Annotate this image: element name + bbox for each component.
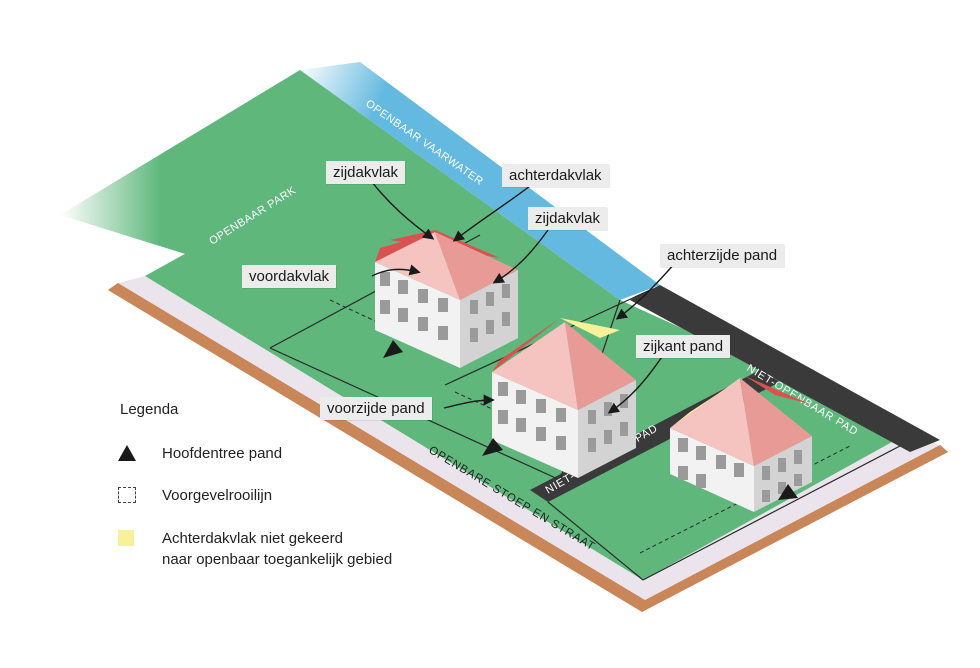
legend-item-rear-roof-label-1: Achterdakvlak niet gekeerd [162, 530, 343, 547]
callout-rear-roof: achterdakvlak [502, 164, 609, 187]
building-2-front-wall [492, 372, 578, 478]
building-3-roof-back [745, 376, 810, 404]
building-3-front-wall [670, 428, 754, 512]
black-triangle-icon [118, 445, 136, 461]
legend-item-rear-roof-label-2: naar openbaar toegankelijk gebied [162, 551, 393, 568]
callout-side-building: zijkant pand [636, 335, 731, 358]
building-3-roof-side [740, 378, 812, 466]
callout-front-building: voorzijde pand [320, 397, 432, 420]
yellow-square-icon [118, 530, 134, 546]
building-2-roof-rear [560, 318, 620, 338]
building-3 [670, 376, 812, 512]
callout-side-roof-left: zijdakvlak [326, 161, 406, 184]
building-2-roof-front [492, 322, 578, 410]
building-1-front-wall [375, 262, 460, 368]
building-2 [482, 318, 636, 478]
building-2-roof-left [492, 318, 560, 372]
building-2-roof-side [565, 322, 636, 410]
legend-item-building-line-label: Voorgevelrooilijn [162, 487, 273, 504]
waterway [300, 62, 660, 300]
callout-rear-building: achterzijde pand [660, 244, 785, 267]
callout-front-roof: voordakvlak [242, 265, 337, 288]
building-3-entrance [778, 484, 798, 500]
legend-title: Legenda [120, 401, 179, 418]
private-path-rear [630, 285, 940, 452]
building-1-entrance [383, 340, 403, 358]
building-3-roof-front [670, 378, 754, 466]
dashed-square-icon [118, 487, 136, 503]
legend-item-entrance-label: Hoofdentree pand [162, 445, 283, 462]
callout-side-roof-right: zijdakvlak [528, 207, 608, 230]
building-1-roof-side [435, 232, 518, 300]
building-2-entrance [482, 438, 503, 456]
